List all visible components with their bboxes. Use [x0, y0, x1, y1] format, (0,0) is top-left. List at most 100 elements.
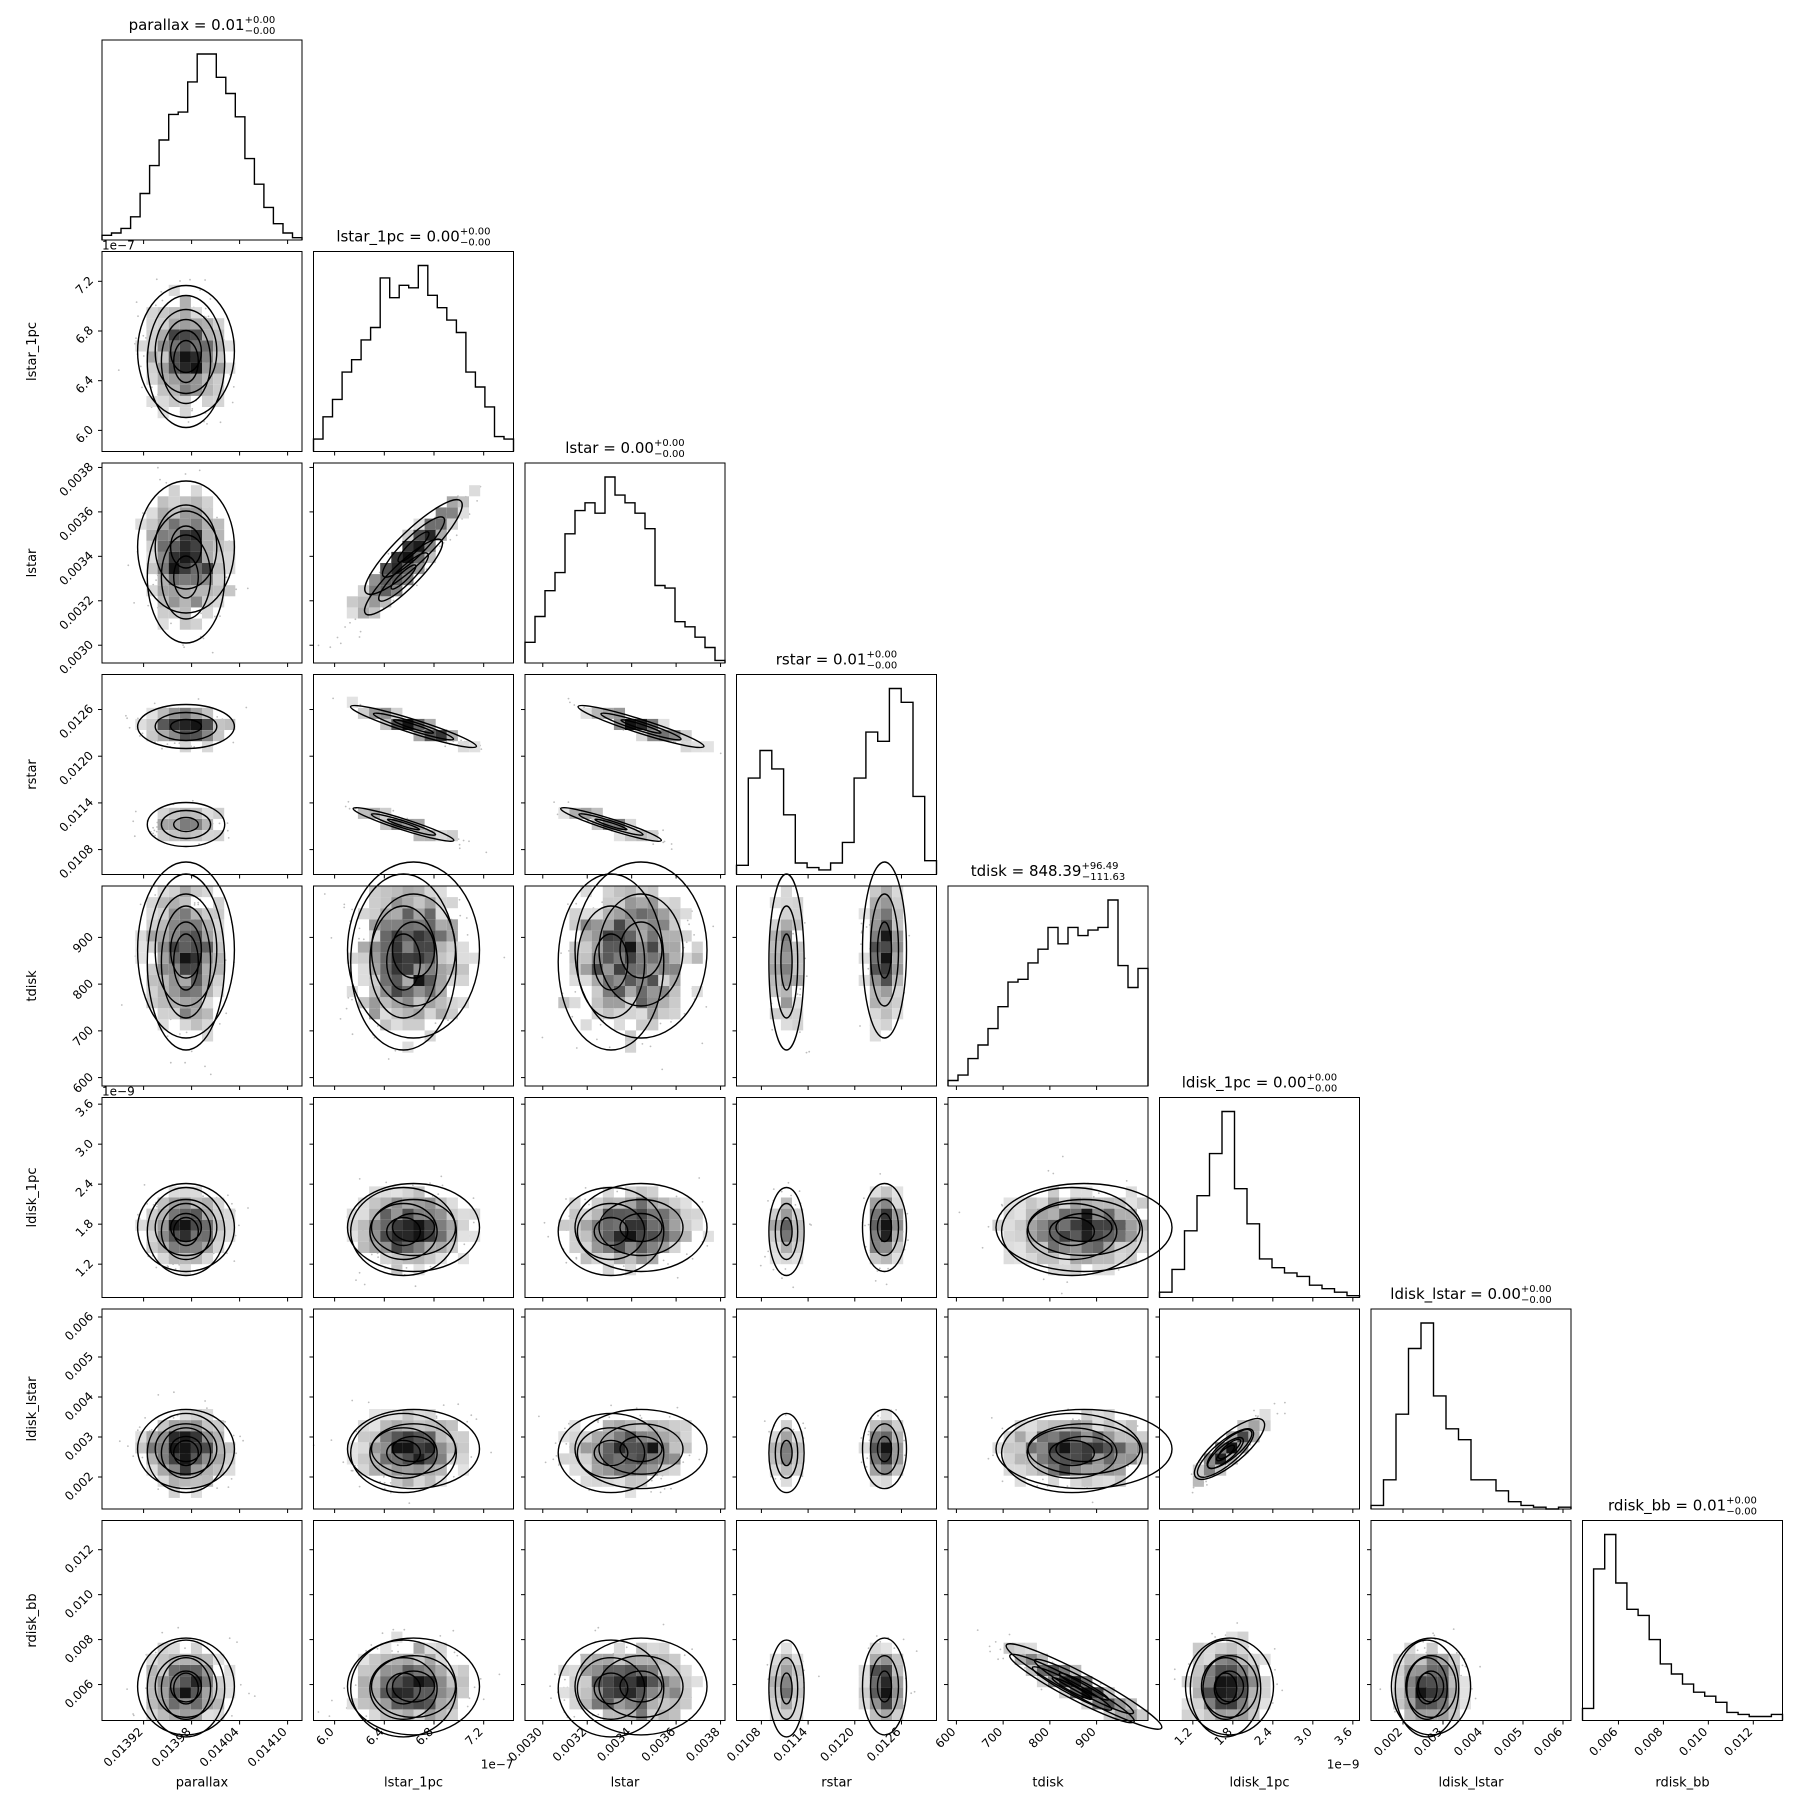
sample-point [859, 1025, 861, 1027]
sample-point [209, 298, 212, 300]
panel-ldisk_1pc-rstar [732, 1097, 937, 1302]
density-cell [146, 518, 158, 530]
sample-point [174, 1268, 177, 1270]
sample-point [232, 1434, 235, 1437]
sample-point [382, 1476, 385, 1478]
density-cell [591, 997, 603, 1009]
density-cell [380, 707, 392, 719]
density-cell [446, 830, 458, 842]
density-cell [647, 1008, 659, 1020]
sample-point [358, 1485, 361, 1488]
density-cell [613, 818, 626, 831]
sample-point [543, 1221, 546, 1224]
sample-point [565, 1261, 568, 1264]
histogram-lstar_1pc [312, 264, 515, 452]
density-cell [135, 718, 147, 731]
density-cell [202, 540, 214, 552]
sample-point [231, 1202, 233, 1205]
density-cell [179, 507, 191, 519]
panel-ldisk_lstar-lstar [521, 1308, 726, 1513]
density-cell [202, 574, 214, 586]
sample-point [659, 1491, 662, 1494]
density-cell [190, 618, 203, 630]
density-cell [457, 1464, 470, 1476]
sample-point [405, 1267, 408, 1269]
density-cell [769, 930, 781, 942]
density-cell [168, 551, 180, 564]
density-cell [402, 574, 414, 586]
sample-point [468, 840, 470, 843]
density-cell [179, 518, 191, 530]
axes-frame [101, 674, 303, 875]
density-cell [213, 986, 225, 998]
sample-point [544, 1461, 547, 1464]
sample-point [552, 1458, 555, 1461]
sample-point [650, 1491, 652, 1493]
density-cell [591, 1219, 603, 1231]
sample-point [245, 706, 248, 709]
density-cell [202, 607, 214, 619]
sample-point [345, 1007, 348, 1010]
density-cell [146, 941, 158, 953]
density-cell [213, 974, 225, 987]
density-cell [669, 941, 681, 953]
sample-point [339, 642, 342, 645]
sample-point [153, 829, 156, 832]
sample-point [792, 1286, 795, 1289]
contour-line [154, 504, 218, 590]
panel-ldisk_1pc-lstar_1pc [309, 1097, 514, 1302]
density-cell [435, 518, 447, 530]
density-cell [435, 507, 447, 519]
sample-point [207, 315, 210, 318]
title-rstar: rstar = 0.01+0.00−0.00 [776, 650, 898, 672]
density-cell [658, 730, 670, 742]
sample-point [659, 1022, 662, 1025]
density-cell [446, 518, 458, 530]
density-cell [202, 496, 214, 508]
sample-point [867, 967, 870, 970]
sample-point [712, 925, 715, 928]
density-cell [380, 596, 392, 608]
sample-point [462, 839, 465, 842]
density-cell [190, 351, 203, 363]
sample-point [197, 698, 200, 700]
density-cell [446, 730, 458, 742]
sample-point [238, 1224, 240, 1227]
sample-point [429, 1182, 431, 1184]
density-cell [202, 707, 214, 719]
density-cell [224, 551, 236, 564]
density-cell [168, 585, 180, 597]
density-cell [1003, 1219, 1015, 1231]
sample-point [154, 834, 156, 837]
density-cell [380, 963, 392, 975]
sample-point [867, 1223, 870, 1226]
sample-point [117, 369, 120, 371]
density-cell [179, 1241, 191, 1254]
density-cell [369, 574, 381, 586]
density-cell [213, 551, 225, 564]
density-cell [213, 730, 225, 742]
density-cell [402, 963, 414, 975]
sample-point [189, 278, 191, 281]
density-cell [179, 1442, 191, 1454]
density-cell [179, 919, 191, 931]
sample-point [475, 1418, 478, 1420]
sample-point [358, 1271, 361, 1274]
density-cell [780, 1241, 793, 1254]
density-cell [435, 529, 447, 541]
title-tdisk: tdisk = 848.39+96.49−111.63 [971, 861, 1125, 883]
density-cell [202, 818, 214, 831]
density-cell [179, 941, 191, 953]
density-cell [213, 540, 225, 552]
density-cell [457, 507, 470, 519]
sample-point [771, 1028, 774, 1031]
sample-point [564, 1427, 566, 1430]
histogram-parallax [101, 53, 303, 240]
density-cell [869, 886, 881, 898]
sample-point [908, 934, 911, 937]
density-cell [591, 807, 603, 819]
density-cell [179, 830, 191, 842]
sample-point [141, 386, 143, 389]
sample-point [794, 1204, 797, 1206]
